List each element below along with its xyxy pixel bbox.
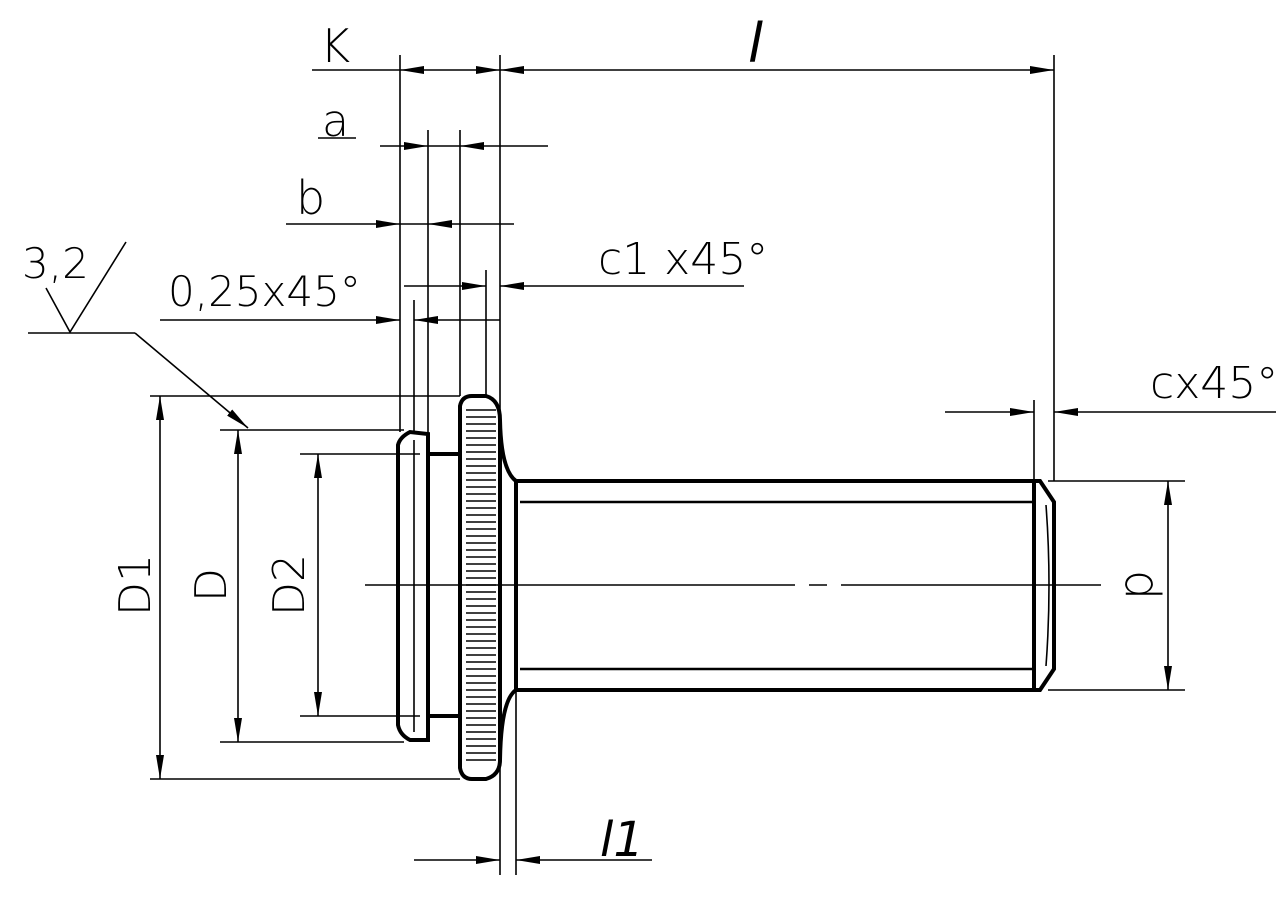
label-c1: c1 x45° [598, 234, 768, 285]
collar [396, 429, 430, 742]
label-l: l [748, 12, 763, 75]
dimension-lines [28, 66, 1276, 864]
label-a: a [322, 96, 349, 147]
knurl-pattern [466, 409, 496, 761]
end-chamfer-inner [1045, 504, 1050, 667]
label-d: d [1114, 570, 1170, 600]
label-D: D [186, 568, 237, 602]
label-k: K [320, 19, 350, 73]
extension-lines [150, 55, 1185, 875]
head-fillet-bottom [498, 688, 518, 761]
end-chamfer [1034, 479, 1056, 692]
roughness-symbol [45, 241, 127, 334]
label-l1: l1 [600, 812, 644, 868]
bolt-outline [365, 394, 1140, 781]
label-cx: cx45° [1150, 358, 1278, 409]
label-chamfer: 0,25x45° [168, 267, 361, 316]
label-D1: D1 [110, 554, 161, 616]
roughness-arrow [134, 332, 249, 429]
label-D2: D2 [264, 554, 315, 616]
head-fillet-top [498, 419, 518, 483]
dimension-labels: K l a b c1 x45° 0,25x45° 3,2 cx45° l1 D1… [22, 12, 1278, 868]
label-roughness: 3,2 [22, 239, 89, 288]
label-b: b [296, 171, 325, 225]
knurled-head [458, 394, 502, 781]
